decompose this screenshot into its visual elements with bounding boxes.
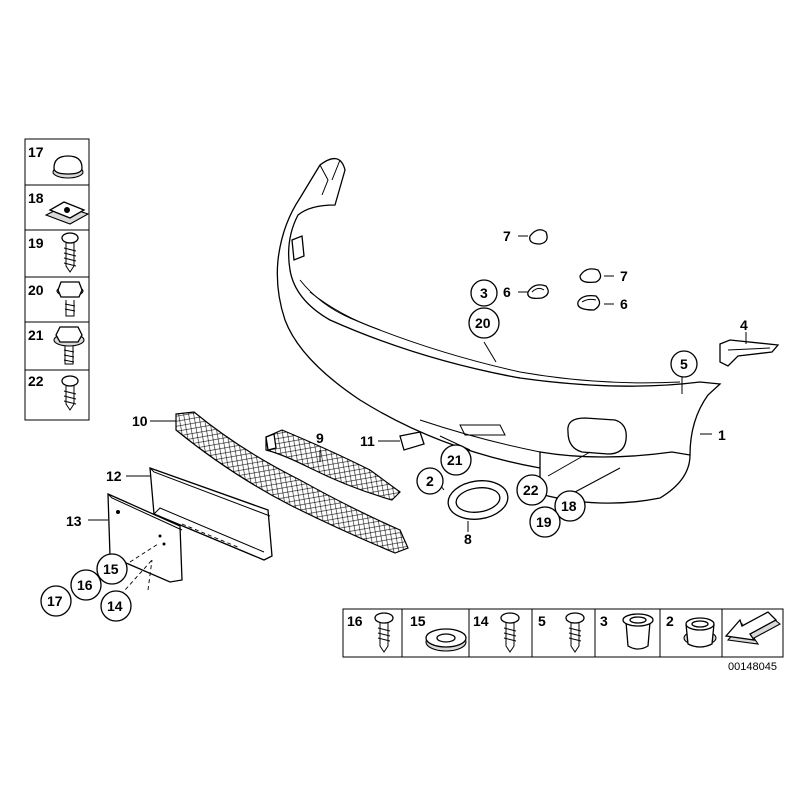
callout-19: 19 <box>536 514 552 530</box>
screw-part-19 <box>61 232 79 273</box>
callout-6-left: 6 <box>503 284 511 300</box>
callout-20: 20 <box>475 315 491 331</box>
callout-13: 13 <box>66 513 82 529</box>
screw-part-16 <box>374 612 394 653</box>
callout-circle-21 <box>440 444 472 476</box>
side-grille-part-9 <box>265 429 401 501</box>
left-item-label-20: 20 <box>28 282 44 298</box>
callout-11: 11 <box>360 433 375 449</box>
callout-15: 15 <box>103 561 119 577</box>
callout-circle-3 <box>470 279 498 307</box>
grommet-part-15 <box>425 628 467 652</box>
callouts: 1 4 5 7 6 7 6 3 20 10 9 11 12 13 21 2 8 … <box>40 228 748 622</box>
bottom-item-label-3: 3 <box>600 613 608 629</box>
callout-21: 21 <box>447 452 463 468</box>
left-parts-panel: 17 18 19 20 21 22 <box>24 138 90 421</box>
left-item-label-22: 22 <box>28 373 44 389</box>
drawing-number: 00148045 <box>728 661 777 673</box>
callout-10: 10 <box>132 413 148 429</box>
bumper-cover-part-1 <box>276 158 722 504</box>
screw-part-14 <box>500 612 520 653</box>
clip-nut-part-18 <box>44 201 90 225</box>
plug-part-17 <box>52 155 84 179</box>
hex-bolt-washer-part-21 <box>53 326 85 365</box>
license-bracket-part-12 <box>149 467 273 561</box>
hex-bolt-part-20 <box>56 281 84 317</box>
callout-circle-19 <box>529 506 561 538</box>
leader-lines <box>88 235 747 601</box>
callout-circle-20 <box>468 307 500 339</box>
cap-part-6-left <box>527 284 549 300</box>
callout-3: 3 <box>480 285 488 301</box>
bottom-item-label-14: 14 <box>473 613 489 629</box>
callout-circle-14 <box>100 590 132 622</box>
callout-4: 4 <box>740 317 748 333</box>
callout-7-right: 7 <box>620 268 628 284</box>
callout-circle-16 <box>70 569 102 601</box>
cap-part-6-right <box>577 294 601 311</box>
fog-ring-part-8 <box>447 480 509 520</box>
callout-18: 18 <box>561 498 577 514</box>
bushing-part-2 <box>683 617 717 648</box>
callout-circle-15 <box>96 553 128 585</box>
license-plate-part-13 <box>107 492 183 583</box>
callout-17: 17 <box>47 593 63 609</box>
callout-9: 9 <box>316 430 324 446</box>
cap-part-7-right <box>579 268 602 284</box>
callout-circle-17 <box>40 585 72 617</box>
cap-part-11 <box>399 431 425 451</box>
callout-7-left: 7 <box>503 228 511 244</box>
left-item-label-18: 18 <box>28 190 44 206</box>
bushing-part-3 <box>622 613 654 650</box>
bottom-parts-panel: 16 15 14 5 3 2 <box>342 608 784 658</box>
callout-12: 12 <box>106 468 122 484</box>
bottom-item-label-5: 5 <box>538 613 546 629</box>
bottom-item-label-15: 15 <box>410 613 426 629</box>
callout-8: 8 <box>464 531 472 547</box>
bracket-part-4 <box>719 339 780 367</box>
screw-part-5 <box>565 612 585 653</box>
callout-circle-18 <box>554 490 586 522</box>
left-item-label-19: 19 <box>28 235 44 251</box>
bottom-item-label-16: 16 <box>347 613 363 629</box>
lower-grille-part-10 <box>175 411 409 554</box>
small-screw-part-22 <box>61 375 79 411</box>
bottom-panel-frame <box>342 608 784 658</box>
left-item-label-17: 17 <box>28 144 44 160</box>
bottom-item-label-2: 2 <box>666 613 674 629</box>
callout-22: 22 <box>523 482 539 498</box>
left-panel-frame <box>24 138 90 421</box>
cap-part-7-left <box>529 229 548 245</box>
callout-circle-22 <box>516 474 548 506</box>
callout-circle-5 <box>670 350 698 378</box>
callout-14: 14 <box>107 598 123 614</box>
left-item-label-21: 21 <box>28 327 44 343</box>
callout-5: 5 <box>680 356 688 372</box>
callout-16: 16 <box>77 577 93 593</box>
direction-arrow-icon <box>724 611 781 645</box>
callout-1: 1 <box>718 427 726 443</box>
callout-6-right: 6 <box>620 296 628 312</box>
callout-2: 2 <box>426 473 434 489</box>
callout-circle-2 <box>416 467 444 495</box>
